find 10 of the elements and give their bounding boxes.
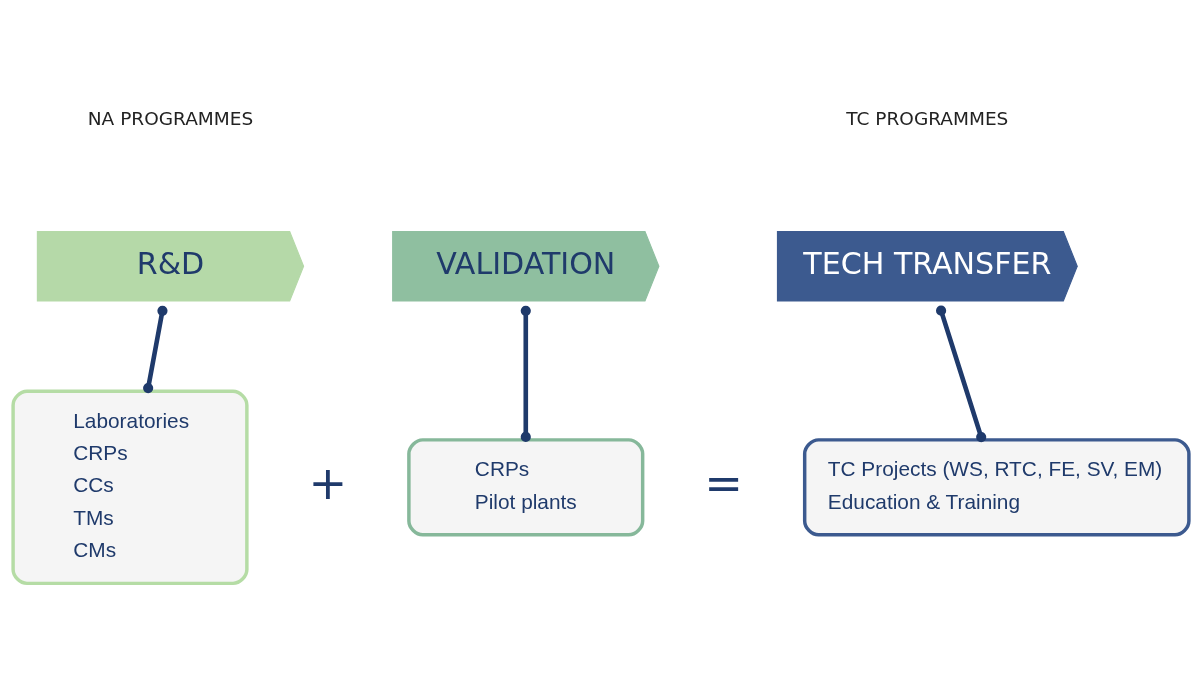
label: = (704, 455, 744, 510)
connector (520, 305, 531, 442)
node-box: Laboratories CRPs CCs TMs CMs (11, 389, 249, 585)
connector (936, 305, 987, 442)
node-box: CRPs Pilot plants (407, 437, 645, 536)
node-box: TC Projects (WS, RTC, FE, SV, EM) Education & Training (802, 437, 1191, 536)
label: NA PROGRAMMES (87, 107, 254, 129)
connector (143, 305, 168, 393)
label: TC PROGRAMMES (846, 107, 1009, 129)
label: + (308, 455, 348, 510)
